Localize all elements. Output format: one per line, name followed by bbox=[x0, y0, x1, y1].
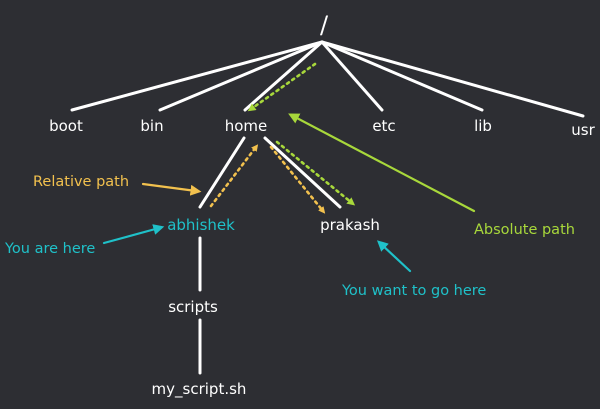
root-node-label: / bbox=[320, 11, 329, 39]
annotation-arrows bbox=[102, 113, 476, 273]
edge-root-boot bbox=[70, 40, 324, 112]
node-prakash: prakash bbox=[320, 216, 380, 234]
edge-root-home bbox=[243, 40, 324, 112]
edge-root-bin bbox=[158, 40, 324, 112]
relative-path-label: Relative path bbox=[33, 174, 129, 190]
edge-root-etc bbox=[320, 40, 384, 112]
edge-home-prakash bbox=[263, 136, 342, 209]
you-are-here-arrow bbox=[102, 224, 165, 245]
want-to-go-arrow bbox=[376, 240, 412, 273]
you-are-here-label: You are here bbox=[4, 241, 95, 257]
absolute-dotted-home-to-prakash bbox=[275, 140, 356, 206]
relative-dotted-abhishek-to-home bbox=[209, 144, 259, 208]
node-home: home bbox=[225, 117, 268, 135]
root-edges bbox=[70, 40, 585, 118]
edge-root-usr bbox=[320, 40, 585, 118]
sub-edges bbox=[198, 136, 342, 375]
edge-root-lib bbox=[320, 40, 484, 112]
want-to-go-label: You want to go here bbox=[341, 283, 486, 299]
node-scripts: scripts bbox=[168, 298, 218, 316]
absolute-path-label: Absolute path bbox=[474, 222, 575, 238]
absolute-dotted-root-to-home bbox=[247, 62, 317, 112]
relative-path-arrow bbox=[141, 182, 202, 196]
node-boot: boot bbox=[49, 117, 83, 135]
relative-path-route bbox=[209, 144, 326, 214]
node-my-script: my_script.sh bbox=[152, 380, 247, 399]
node-lib: lib bbox=[474, 117, 492, 135]
node-labels: / boot bin home etc lib usr abhishek pra… bbox=[49, 11, 595, 399]
relative-dotted-home-to-prakash bbox=[269, 145, 326, 214]
edge-home-abhishek bbox=[198, 136, 246, 209]
absolute-path-arrow bbox=[288, 113, 476, 213]
node-abhishek: abhishek bbox=[167, 216, 235, 234]
absolute-path-route bbox=[247, 62, 356, 206]
node-etc: etc bbox=[372, 117, 395, 135]
node-bin: bin bbox=[140, 117, 163, 135]
annotation-labels: Relative path Absolute path You are here… bbox=[4, 174, 575, 299]
node-usr: usr bbox=[571, 121, 595, 139]
